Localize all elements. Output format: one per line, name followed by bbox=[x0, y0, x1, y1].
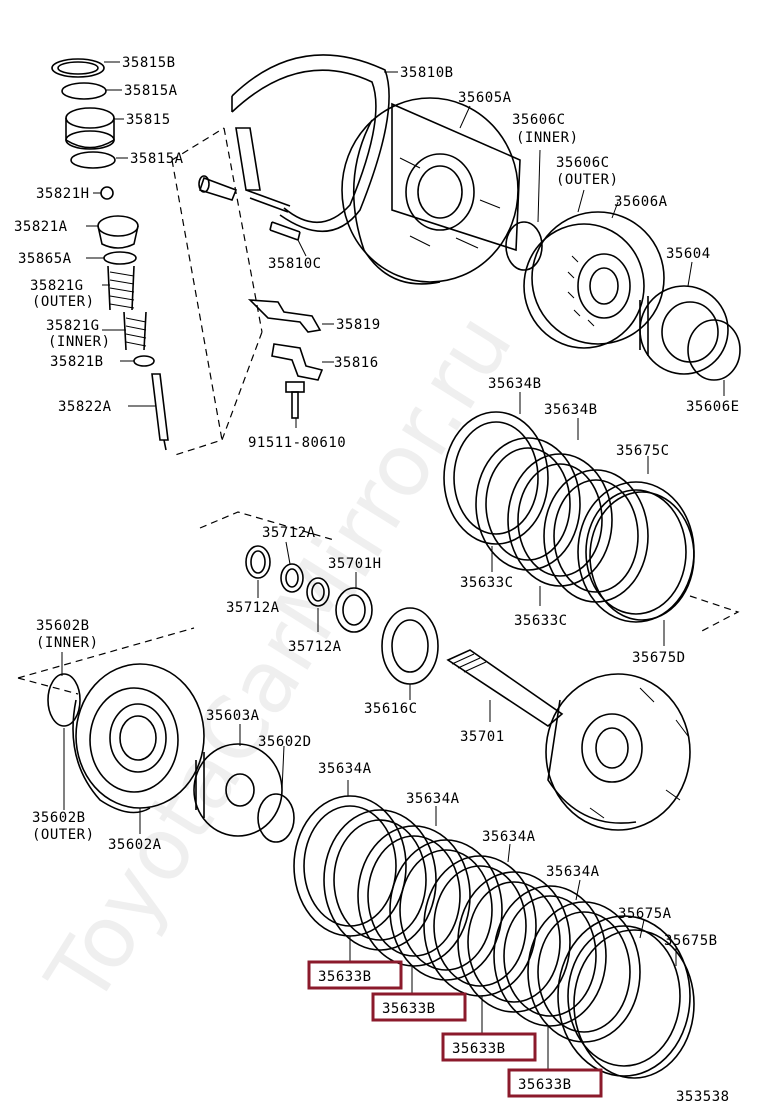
label-35819: 35819 bbox=[336, 317, 381, 333]
label-35605A: 35605A bbox=[458, 90, 512, 106]
label-35675C: 35675C bbox=[616, 443, 670, 459]
spring-retainer-35604: 35604 35606E bbox=[639, 246, 741, 415]
label-35816: 35816 bbox=[334, 355, 379, 371]
label-inner-note: (INNER) bbox=[36, 635, 99, 651]
label-35821G-inner: 35821G bbox=[46, 318, 100, 334]
label-35675D: 35675D bbox=[632, 650, 686, 666]
label-35604: 35604 bbox=[666, 246, 711, 262]
label-35810B: 35810B bbox=[400, 65, 454, 81]
label-35633B-highlighted: 35633B bbox=[318, 969, 372, 985]
label-35712A: 35712A bbox=[226, 600, 280, 616]
label-35821A: 35821A bbox=[14, 219, 68, 235]
highlight-box bbox=[371, 992, 467, 1022]
highlighted-callouts-35633b: 35633B 35633B 35633B 35633B bbox=[307, 960, 603, 1098]
label-35634B: 35634B bbox=[488, 376, 542, 392]
label-35675A: 35675A bbox=[618, 906, 672, 922]
figure-number: 353538 bbox=[676, 1089, 730, 1105]
label-35602B-inner: 35602B bbox=[36, 618, 90, 634]
label-35633C: 35633C bbox=[514, 613, 568, 629]
label-outer-note: (OUTER) bbox=[556, 172, 619, 188]
left-column-labels: 35815B 35815A 35815 35815A 35821H 35821A… bbox=[14, 55, 184, 415]
label-35815B: 35815B bbox=[122, 55, 176, 71]
label-35606E: 35606E bbox=[686, 399, 740, 415]
label-35633B-highlighted: 35633B bbox=[382, 1001, 436, 1017]
label-35821H: 35821H bbox=[36, 186, 90, 202]
label-35634A: 35634A bbox=[482, 829, 536, 845]
label-35810C: 35810C bbox=[268, 256, 322, 272]
label-35712A: 35712A bbox=[288, 639, 342, 655]
label-35633B-highlighted: 35633B bbox=[518, 1077, 572, 1093]
label-35675B: 35675B bbox=[664, 933, 718, 949]
piston-35606a: 35606C (OUTER) 35606A bbox=[523, 155, 668, 349]
label-35602B-outer: 35602B bbox=[32, 810, 86, 826]
label-35606C-outer: 35606C bbox=[556, 155, 610, 171]
label-35616C: 35616C bbox=[364, 701, 418, 717]
label-35821B: 35821B bbox=[50, 354, 104, 370]
label-35602D: 35602D bbox=[258, 734, 312, 750]
oil-pump-35602a: 35602B (INNER) 35602B (OUTER) 35602A bbox=[17, 618, 205, 853]
clutch-drum-35605a: 35605A bbox=[341, 90, 521, 285]
label-35634A: 35634A bbox=[318, 761, 372, 777]
label-35606A: 35606A bbox=[614, 194, 668, 210]
label-35633B-highlighted: 35633B bbox=[452, 1041, 506, 1057]
label-inner-note: (INNER) bbox=[48, 334, 111, 350]
label-35822A: 35822A bbox=[58, 399, 112, 415]
servo-dashed-boundary bbox=[171, 127, 263, 457]
label-35634B: 35634B bbox=[544, 402, 598, 418]
seal-rings-group: 35712A 35712A 35712A 35701H 35616C bbox=[199, 511, 439, 717]
label-91511-80610: 91511-80610 bbox=[248, 435, 346, 451]
label-35606C-inner: 35606C bbox=[512, 112, 566, 128]
label-35815: 35815 bbox=[126, 112, 171, 128]
bracket-parts: 35819 35816 91511-80610 bbox=[247, 299, 381, 451]
pump-body-35603a: 35603A 35602D bbox=[193, 708, 312, 843]
label-outer-note: (OUTER) bbox=[32, 294, 95, 310]
label-35634A: 35634A bbox=[546, 864, 600, 880]
label-35701: 35701 bbox=[460, 729, 505, 745]
label-outer-note: (OUTER) bbox=[32, 827, 95, 843]
highlight-box bbox=[441, 1032, 537, 1062]
label-35701H: 35701H bbox=[328, 556, 382, 572]
upper-clutch-pack: 35634B 35634B 35675C 35633C 35633C 35675… bbox=[443, 376, 740, 666]
label-35821G-outer: 35821G bbox=[30, 278, 84, 294]
label-35712A: 35712A bbox=[262, 525, 316, 541]
label-35602A: 35602A bbox=[108, 837, 162, 853]
left-column-leaders bbox=[86, 61, 156, 407]
label-35865A: 35865A bbox=[18, 251, 72, 267]
highlight-box bbox=[307, 960, 403, 990]
input-shaft-35701: 35701 bbox=[446, 649, 691, 831]
label-inner-note: (INNER) bbox=[516, 130, 579, 146]
label-35815A: 35815A bbox=[130, 151, 184, 167]
label-35815A: 35815A bbox=[124, 83, 178, 99]
servo-piston-group bbox=[51, 58, 169, 451]
highlight-box bbox=[507, 1068, 603, 1098]
brake-band-35810b: 35810B 35810C bbox=[198, 54, 454, 272]
label-35634A: 35634A bbox=[406, 791, 460, 807]
oring-35606c-inner: 35606C (INNER) bbox=[505, 112, 579, 271]
label-35633C: 35633C bbox=[460, 575, 514, 591]
label-35603A: 35603A bbox=[206, 708, 260, 724]
lower-clutch-pack: 35634A 35634A 35634A 35634A 35675A 35675… bbox=[293, 761, 718, 1079]
